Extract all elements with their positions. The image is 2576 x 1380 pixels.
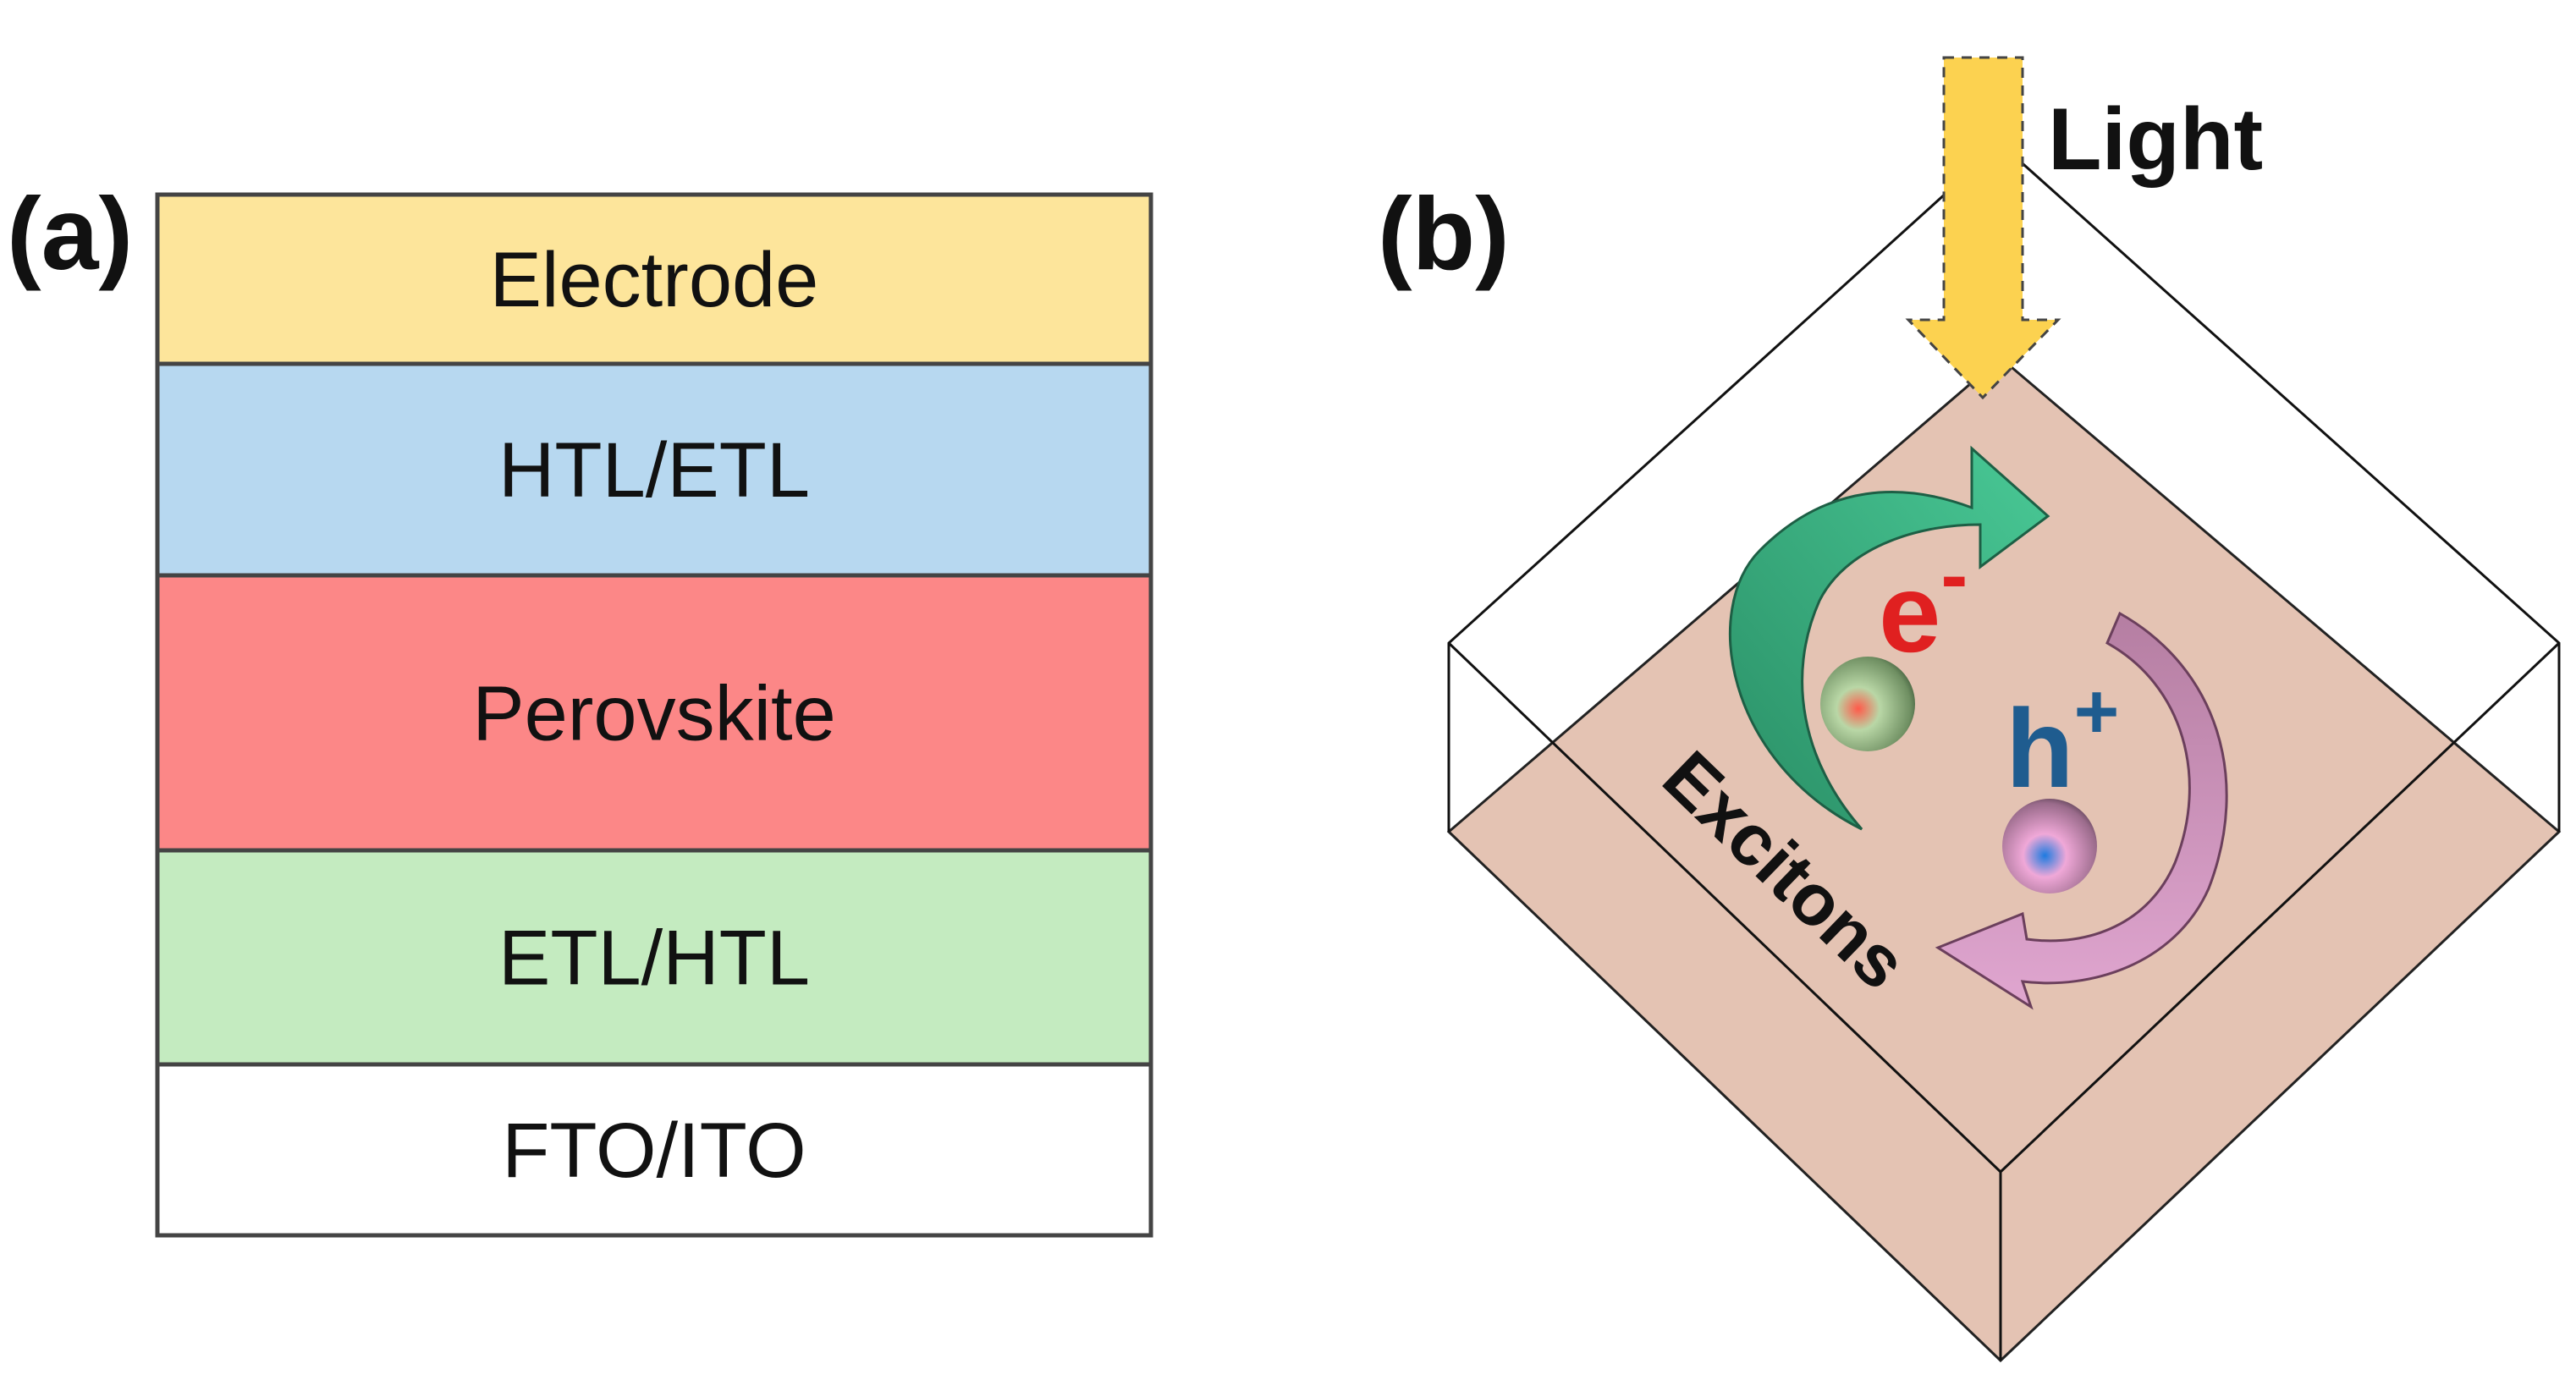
hole-particle — [2002, 799, 2097, 893]
electron-arrow-icon — [1729, 445, 2050, 831]
layer-label: HTL/ETL — [498, 427, 810, 514]
layer-label: ETL/HTL — [498, 915, 810, 1002]
layer-label: Electrode — [490, 237, 819, 323]
electron-particle — [1820, 657, 1915, 751]
layer-fto-ito — [155, 1062, 1153, 1238]
electron-label: e- — [1879, 530, 1968, 675]
light-label: Light — [2048, 91, 2263, 189]
panel-b-label: (b) — [1378, 176, 1510, 291]
hole-arrow-icon — [1935, 611, 2228, 1010]
layer-electrode — [155, 192, 1153, 366]
layer-label: FTO/ITO — [502, 1108, 806, 1194]
layer-etl-htl — [155, 848, 1153, 1067]
panel-b: (b) Light e- h+ Excitons — [1378, 56, 2562, 1363]
hole-label: h+ — [2006, 668, 2119, 811]
light-arrow — [1905, 56, 2061, 400]
layer-label: Perovskite — [472, 671, 836, 757]
layer-htl-etl — [155, 361, 1153, 578]
panel-a-label: (a) — [7, 176, 133, 291]
layer-perovskite — [155, 573, 1153, 853]
